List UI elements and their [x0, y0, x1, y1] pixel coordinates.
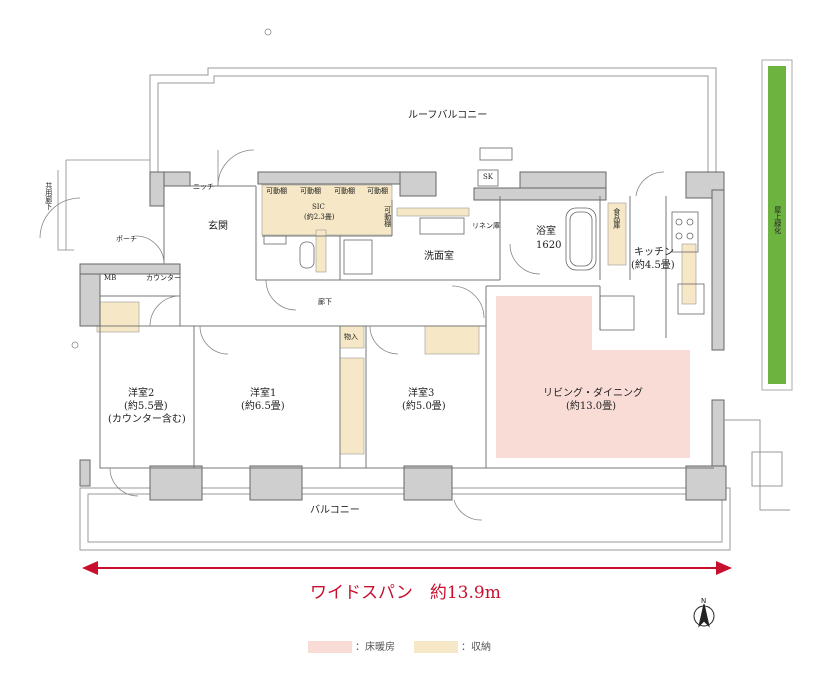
label-living-size: (約13.0畳) [566, 401, 617, 412]
label-sic-size: (約2.3畳) [304, 213, 335, 221]
label-linen: リネン庫 [472, 222, 500, 230]
legend-storage: ：収納 [414, 638, 491, 653]
door-swings [39, 149, 665, 521]
rooftop-green-bed [761, 59, 793, 391]
legend-floor-heating-text: ：床暖房 [355, 642, 395, 653]
span-arrow [82, 561, 732, 575]
label-shared-corridor: 共用廊下 [44, 182, 53, 210]
rooftop-green-strip [768, 66, 786, 384]
label-room2: 洋室2 [128, 388, 155, 399]
compass-icon [693, 603, 715, 628]
label-shelf-vertical: 可動棚 [383, 206, 392, 227]
floor-heating-area [496, 296, 690, 458]
label-shelf-4: 可動棚 [367, 187, 388, 195]
label-niche: ニッチ [193, 183, 214, 191]
legend-floor-heating-swatch [308, 641, 352, 653]
label-sic: SIC [312, 203, 325, 211]
label-room3: 洋室3 [408, 388, 435, 399]
label-roof-balcony: ルーフバルコニー [408, 110, 488, 121]
compass-north-label: N [701, 597, 707, 605]
label-porch: ポーチ [116, 235, 137, 243]
storage-areas [96, 184, 697, 455]
label-room1-size: (約6.5畳) [241, 401, 285, 412]
label-counter: カウンター [146, 274, 181, 282]
label-balcony: バルコニー [310, 505, 360, 516]
right-side-structure [724, 419, 790, 511]
label-kitchen: キッチン [634, 247, 674, 258]
label-storage: 物入 [344, 333, 358, 341]
label-pantry: 食品庫 [612, 208, 621, 229]
label-living: リビング・ダイニング [543, 388, 643, 399]
shared-corridor-outline [57, 159, 150, 251]
column-markers [71, 28, 272, 349]
interior-walls [99, 185, 714, 469]
label-rooftop-green: 屋上緑化 [773, 206, 782, 234]
label-kitchen-size: (約4.5畳) [631, 260, 675, 271]
legend-storage-swatch [414, 641, 458, 653]
label-sk: SK [483, 173, 494, 181]
legend-floor-heating: ：床暖房 [308, 638, 395, 653]
label-bath: 浴室 [536, 226, 556, 237]
roof-balcony-outline [149, 67, 717, 172]
label-shelf-1: 可動棚 [266, 187, 287, 195]
label-hallway: 廊下 [318, 298, 332, 306]
label-mb: MB [104, 274, 117, 282]
label-room2-size: (約5.5畳) [124, 401, 168, 412]
wide-span-label: ワイドスパン 約13.9m [310, 583, 501, 603]
label-entrance: 玄関 [208, 221, 228, 232]
legend-storage-text: ：収納 [461, 642, 491, 653]
label-shelf-2: 可動棚 [300, 187, 321, 195]
walls [79, 171, 727, 501]
label-room2-note: (カウンター含む) [108, 414, 186, 425]
label-room3-size: (約5.0畳) [402, 401, 446, 412]
label-bath-size: 1620 [536, 240, 562, 251]
label-shelf-3: 可動棚 [334, 187, 355, 195]
label-room1: 洋室1 [250, 388, 277, 399]
label-washroom: 洗面室 [424, 251, 454, 262]
fixtures [263, 147, 705, 331]
